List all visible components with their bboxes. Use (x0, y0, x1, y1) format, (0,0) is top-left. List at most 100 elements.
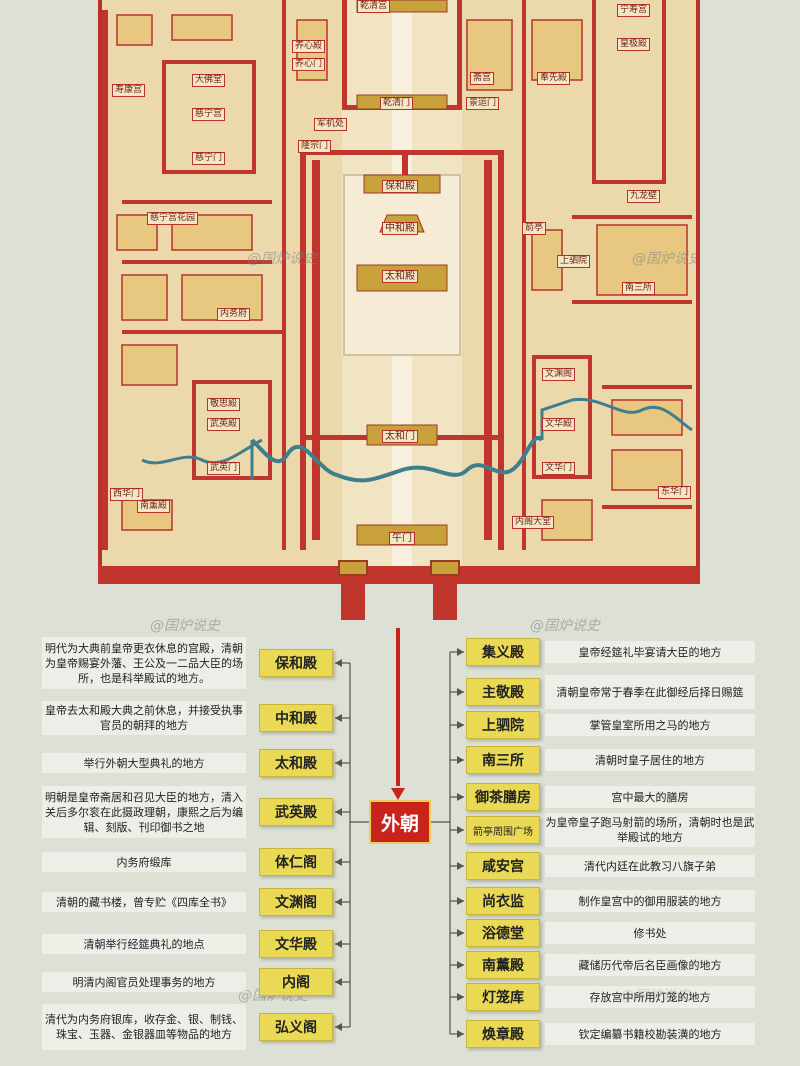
right-item-desc: 修书处 (545, 922, 755, 944)
connector-arrowhead (335, 898, 342, 906)
connector-arrowhead (457, 648, 464, 656)
connector-arrowhead (457, 862, 464, 870)
map-label-taihemen: 太和门 (382, 430, 418, 443)
left-item-name: 弘义阁 (259, 1013, 333, 1041)
map-drawing (102, 0, 693, 570)
map-label-cininggong: 慈宁宫 (192, 108, 226, 121)
right-item-name: 上驷院 (466, 711, 540, 739)
map-base-wall (98, 566, 700, 584)
right-item-desc: 钦定编纂书籍校勘装潢的地方 (545, 1023, 755, 1045)
left-item-desc: 明清内阁官员处理事务的地方 (42, 972, 246, 992)
connector-arrowhead (335, 858, 342, 866)
right-item-desc: 为皇帝皇子跑马射箭的场所，清朝时也是武举殿试的地方 (545, 813, 755, 847)
map-label-wenhuadian: 文华殿 (542, 418, 576, 431)
map-label-zhonghedian: 中和殿 (382, 222, 418, 235)
map-label-wuyingdian: 武英殿 (207, 418, 241, 431)
map-label-jiulongbi: 九龙壁 (627, 190, 661, 203)
left-item-name: 体仁阁 (259, 848, 333, 876)
forbidden-city-map: 乾清宫 乾清门 养心殿 养心门 大佛堂 寿康宫 慈宁宫 慈宁门 慈宁宫花园 隆宗… (98, 0, 700, 570)
connector-arrowhead (457, 756, 464, 764)
left-item-desc: 清代为内务府银库，收存金、银、制钱、珠宝、玉器、金银器皿等物品的地方 (42, 1004, 246, 1050)
map-label-jingsidian: 敬思殿 (207, 398, 241, 411)
map-label-dafotang: 大佛堂 (192, 74, 226, 87)
left-item-desc: 举行外朝大型典礼的地方 (42, 753, 246, 773)
connector-arrowhead (335, 659, 342, 667)
connector-arrowhead (457, 721, 464, 729)
right-item-name: 焕章殿 (466, 1020, 540, 1048)
connector-arrowhead (457, 826, 464, 834)
connector-arrowhead (335, 940, 342, 948)
map-label-zhaigong: 斋宫 (470, 72, 495, 85)
map-label-jianting: 箭亭 (522, 222, 547, 235)
left-item-desc: 清朝举行经筵典礼的地点 (42, 934, 246, 954)
left-item-desc: 明朝是皇帝斋居和召见大臣的地方，清入关后多尔衮在此摄政理朝，康熙之后为编辑、刻版… (42, 786, 246, 838)
right-item-name: 御茶膳房 (466, 783, 540, 811)
right-item-name: 箭亭周围广场 (466, 816, 540, 844)
right-item-desc: 皇帝经筵礼毕宴请大臣的地方 (545, 641, 755, 663)
right-item-desc: 掌管皇室所用之马的地方 (545, 714, 755, 736)
map-label-taihedian: 太和殿 (382, 270, 418, 283)
right-item-name: 浴德堂 (466, 919, 540, 947)
left-item-name: 文渊阁 (259, 888, 333, 916)
right-item-desc: 清朝时皇子居住的地方 (545, 749, 755, 771)
connector-arrowhead (457, 961, 464, 969)
map-label-shangsiyuan: 上驷院 (557, 255, 591, 268)
connector-arrowhead (457, 793, 464, 801)
map-label-shoukanggong: 寿康宫 (112, 84, 146, 97)
connector-arrowhead (335, 808, 342, 816)
right-item-name: 咸安宫 (466, 852, 540, 880)
map-label-yangxinmen: 养心门 (292, 58, 326, 71)
right-item-name: 集义殿 (466, 638, 540, 666)
map-label-yangxindian: 养心殿 (292, 40, 326, 53)
left-item-name: 内阁 (259, 968, 333, 996)
right-item-desc: 制作皇宫中的御用服装的地方 (545, 890, 755, 912)
wumen-left-tower (338, 560, 368, 620)
map-label-neigedatang: 内阁大堂 (512, 516, 555, 529)
left-item-name: 保和殿 (259, 649, 333, 677)
left-item-name: 中和殿 (259, 704, 333, 732)
map-label-donghuamen: 东华门 (658, 486, 692, 499)
connector-arrowhead (457, 897, 464, 905)
connector-arrowhead (457, 1030, 464, 1038)
map-label-wuyingmen: 武英门 (207, 462, 241, 475)
right-item-name: 南薰殿 (466, 951, 540, 979)
left-item-desc: 明代为大典前皇帝更衣休息的宫殿，清朝为皇帝赐宴外藩、王公及一二品大臣的场所，也是… (42, 637, 246, 689)
category-waichao: 外朝 (369, 800, 431, 844)
map-label-baohedian: 保和殿 (382, 180, 418, 193)
right-item-name: 灯笼库 (466, 983, 540, 1011)
map-label-fengxiandian: 奉先殿 (537, 72, 571, 85)
right-item-name: 主敬殿 (466, 678, 540, 706)
watermark: @国炉说史 (150, 618, 220, 634)
connector-arrowhead (457, 993, 464, 1001)
left-item-name: 武英殿 (259, 798, 333, 826)
watermark: @国炉说史 (620, 988, 690, 1004)
map-label-nansansuo: 南三所 (622, 282, 656, 295)
connector-arrowhead (457, 929, 464, 937)
right-item-desc: 藏储历代帝后名臣画像的地方 (545, 954, 755, 976)
watermark: @国炉说史 (530, 618, 600, 634)
map-label-wenhuamen: 文华门 (542, 462, 576, 475)
map-label-qianqingmen: 乾清门 (380, 97, 414, 110)
left-item-desc: 皇帝去太和殿大典之前休息，并接受执事官员的朝拜的地方 (42, 701, 246, 735)
map-label-jingyunmen: 景运门 (466, 97, 500, 110)
map-label-qianqinggong: 乾清宫 (357, 0, 391, 13)
connector-arrowhead (335, 759, 342, 767)
watermark: @国炉说史 (632, 251, 700, 267)
connector-arrowhead (335, 978, 342, 986)
map-label-longzongmen: 隆宗门 (298, 140, 332, 153)
right-item-desc: 清朝皇帝常于春季在此御经后择日赐筵 (545, 675, 755, 709)
watermark: @国炉说史 (247, 251, 317, 267)
right-item-name: 南三所 (466, 746, 540, 774)
wumen-right-tower (430, 560, 460, 620)
map-label-junjichu: 军机处 (314, 118, 348, 131)
left-item-name: 太和殿 (259, 749, 333, 777)
map-label-xihuamen: 西华门 (110, 488, 144, 501)
map-label-huangjidian: 皇极殿 (617, 38, 651, 51)
map-label-wenyuange: 文渊阁 (542, 368, 576, 381)
map-label-neiwufu: 内务府 (217, 308, 251, 321)
connector-arrowhead (335, 714, 342, 722)
right-item-desc: 宫中最大的膳房 (545, 786, 755, 808)
left-item-desc: 内务府缎库 (42, 852, 246, 872)
connector-arrowhead (457, 688, 464, 696)
